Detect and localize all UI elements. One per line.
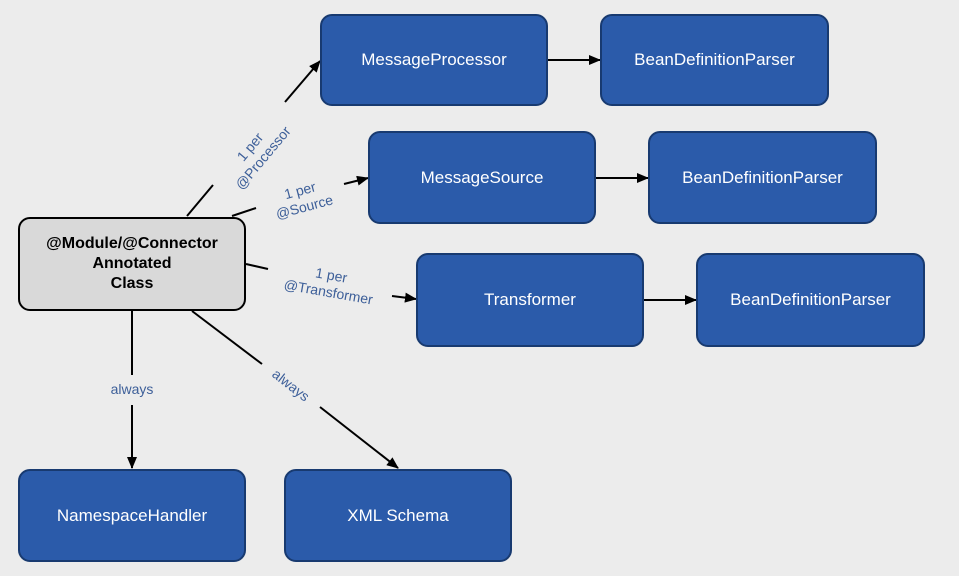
xml-schema-node[interactable]: XML Schema [284, 469, 512, 562]
edge-class-to-processor [186, 184, 214, 217]
message-source-label: MessageSource [420, 167, 544, 187]
label-per-source: 1 per @Source [274, 178, 335, 222]
bean-definition-parser-source-label: BeanDefinitionParser [682, 167, 843, 187]
bean-definition-parser-source-node[interactable]: BeanDefinitionParser [648, 131, 877, 224]
annotated-class-line1: @Module/@Connector [46, 235, 218, 252]
edge-class-to-schema-head [319, 406, 399, 469]
bean-definition-parser-transformer-label: BeanDefinitionParser [730, 290, 891, 309]
namespace-handler-label: NamespaceHandler [56, 505, 208, 525]
edge-class-to-schema [191, 310, 263, 365]
annotated-class-node[interactable]: @Module/@Connector Annotated Class [18, 217, 246, 311]
edge-class-to-transformer-head [391, 292, 417, 303]
message-processor-label: MessageProcessor [361, 50, 507, 69]
xml-schema-label: XML Schema [347, 505, 449, 525]
bean-definition-parser-processor-node[interactable]: BeanDefinitionParser [600, 14, 829, 106]
edge-class-to-source [231, 207, 257, 217]
label-always-schema-group: always [269, 366, 313, 405]
edge-class-to-source-head [343, 175, 369, 186]
bean-definition-parser-transformer-node[interactable]: BeanDefinitionParser [696, 253, 925, 347]
transformer-label: Transformer [484, 290, 576, 309]
label-per-transformer-line1: 1 per [314, 264, 349, 285]
bean-definition-parser-processor-label: BeanDefinitionParser [634, 50, 795, 69]
namespace-handler-node[interactable]: NamespaceHandler [18, 469, 246, 562]
edge-class-to-transformer [245, 263, 269, 270]
transformer-node[interactable]: Transformer [416, 253, 644, 347]
annotated-class-line3: Class [110, 275, 154, 292]
label-always-schema: always [269, 366, 313, 405]
message-source-node[interactable]: MessageSource [368, 131, 596, 224]
label-per-processor: 1 per @Processor [232, 123, 294, 193]
message-processor-node[interactable]: MessageProcessor [320, 14, 548, 106]
label-always-handler: always [111, 381, 154, 397]
annotated-class-line2: Annotated [92, 255, 172, 272]
label-per-transformer: 1 per @Transformer [283, 264, 375, 307]
edge-class-to-processor-head [284, 60, 321, 103]
